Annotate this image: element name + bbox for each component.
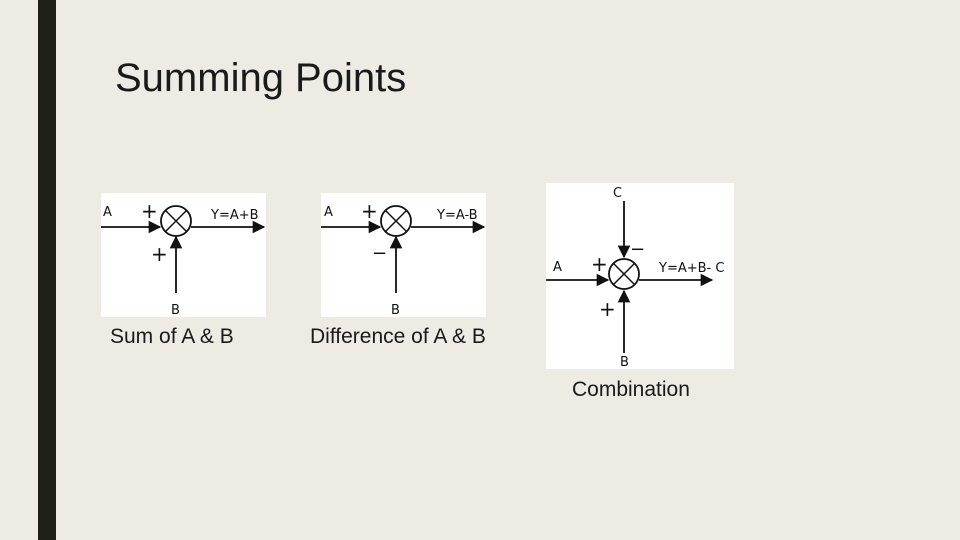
input-label-b: B	[391, 303, 400, 317]
sign-bottom: +	[151, 242, 168, 266]
sign-left: +	[591, 252, 608, 276]
sign-top: −	[630, 239, 645, 260]
sign-left: +	[141, 199, 158, 223]
caption-sum: Sum of A & B	[110, 325, 234, 348]
summing-point-diagram-combination: C A B − + + Y=A+B- C	[546, 183, 734, 369]
sign-bottom: +	[599, 297, 616, 321]
summing-point-diagram-difference: A B + − Y=A-B	[321, 193, 486, 317]
output-label: Y=A+B	[210, 208, 259, 223]
input-label-a: A	[103, 205, 112, 220]
input-label-b: B	[171, 303, 180, 317]
summing-point-diagram-sum: A B + + Y=A+B	[101, 193, 266, 317]
summing-junction-icon	[160, 205, 192, 237]
input-label-a: A	[324, 205, 333, 220]
caption-difference: Difference of A & B	[310, 325, 486, 348]
input-label-b: B	[620, 355, 629, 369]
summing-junction-icon	[380, 205, 412, 237]
caption-combination: Combination	[572, 378, 690, 401]
input-label-a: A	[553, 260, 562, 275]
summing-junction-icon	[608, 258, 640, 290]
accent-bar	[38, 0, 56, 540]
sign-left: +	[361, 199, 378, 223]
slide-title: Summing Points	[115, 56, 407, 100]
input-label-c: C	[613, 186, 622, 201]
output-label: Y=A-B	[436, 208, 478, 223]
output-label: Y=A+B- C	[658, 261, 724, 276]
sign-bottom: −	[372, 243, 387, 264]
